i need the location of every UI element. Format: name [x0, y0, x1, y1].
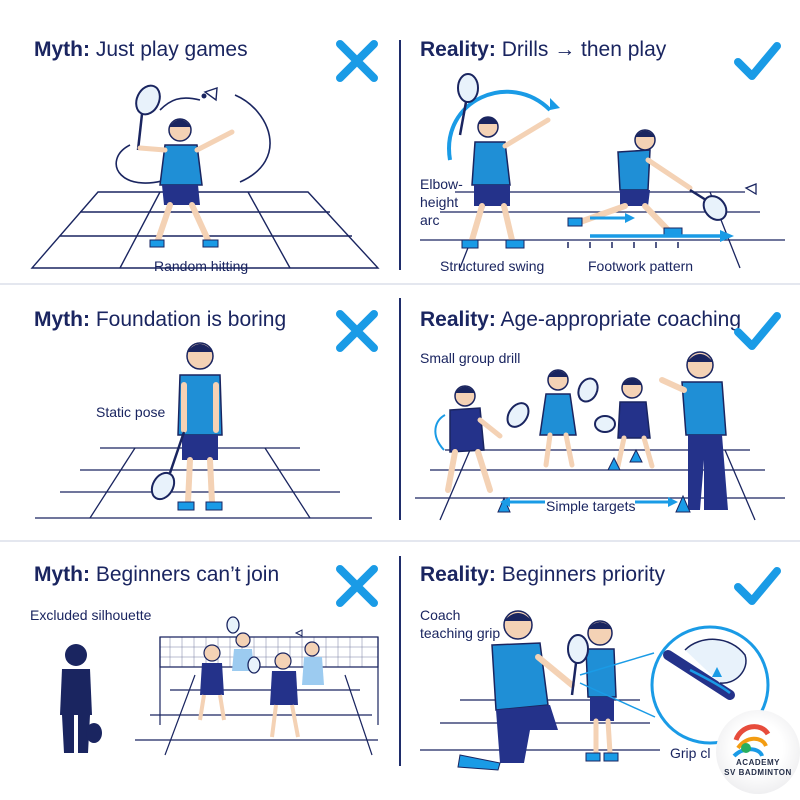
racket-icon	[135, 84, 161, 151]
heading-text: Foundation is boring	[95, 308, 287, 331]
label-small-group-drill: Small group drill	[420, 350, 521, 366]
shuttlecock-icon	[201, 87, 218, 102]
court-player-4	[302, 641, 324, 685]
random-hitting-illustration	[30, 84, 380, 269]
label-coach-2: teaching grip	[420, 625, 501, 641]
panel-heading: Myth: Beginners can’t join	[34, 563, 279, 587]
coach-figure	[659, 351, 728, 510]
heading-kind: Reality:	[420, 38, 496, 61]
static-pose-illustration	[35, 342, 372, 519]
static-player-figure	[177, 342, 223, 511]
label-footwork-pattern: Footwork pattern	[588, 258, 694, 274]
row-divider-2	[0, 540, 800, 542]
silhouette-figure	[60, 644, 102, 753]
panel-heading: Myth: Foundation is boring	[34, 308, 286, 332]
panel-heading: Reality: Age-appropriate coaching	[420, 308, 741, 332]
group-drill-illustration	[415, 351, 785, 521]
heading-text: Drills → then play	[501, 38, 667, 61]
label-coach-1: Coach	[420, 607, 461, 623]
check-icon	[734, 42, 781, 80]
academy-logo: ACADEMY SV BADMINTON	[716, 710, 800, 794]
heading-text: Beginners priority	[501, 563, 666, 586]
heading-text: Age-appropriate coaching	[500, 308, 742, 331]
panel-heading: Myth: Just play games	[34, 38, 248, 62]
swing-player-figure	[461, 116, 551, 249]
cross-icon	[336, 310, 378, 352]
heading-text: Beginners can’t join	[95, 563, 280, 586]
label-elbow-3: arc	[420, 212, 440, 228]
heading-kind: Myth:	[34, 308, 90, 331]
column-divider-3	[399, 556, 401, 766]
logo-line-1: ACADEMY	[736, 758, 780, 767]
kid-player-2	[539, 369, 577, 468]
heading-kind: Reality:	[420, 563, 496, 586]
drills-illustration	[420, 73, 785, 269]
court-player-1	[198, 644, 226, 721]
footwork-player-figure	[567, 129, 693, 237]
kneeling-coach-figure	[457, 610, 575, 771]
heading-kind: Myth:	[34, 38, 90, 61]
label-grip-close: Grip cl	[670, 745, 711, 761]
panel-reality-drills: Reality: Drills → then play	[400, 0, 800, 274]
panel-heading: Reality: Drills → then play	[420, 38, 666, 62]
column-divider-2	[399, 298, 401, 520]
panel-myth-just-play-games: Myth: Just play games	[0, 0, 400, 274]
panel-myth-beginners: Myth: Beginners can’t join	[0, 525, 400, 791]
heading-kind: Myth:	[34, 563, 90, 586]
row-divider-1	[0, 283, 800, 285]
label-simple-targets: Simple targets	[546, 498, 636, 514]
label-excluded-silhouette: Excluded silhouette	[30, 607, 152, 623]
label-elbow-1: Elbow-	[420, 176, 463, 192]
check-icon	[734, 567, 781, 605]
player-figure	[137, 118, 235, 248]
check-icon	[734, 312, 781, 350]
excluded-illustration	[60, 616, 379, 756]
column-divider-1	[399, 40, 401, 270]
label-random-hitting: Random hitting	[154, 258, 249, 274]
label-elbow-2: height	[420, 194, 459, 210]
logo-line-2: SV BADMINTON	[724, 768, 792, 777]
cone-icons	[497, 448, 691, 513]
cross-icon	[336, 40, 378, 82]
panel-reality-age-appropriate: Reality: Age-appropriate coaching	[400, 270, 800, 536]
label-structured-swing: Structured swing	[440, 258, 545, 274]
court-player-3	[270, 652, 300, 738]
panel-heading: Reality: Beginners priority	[420, 563, 665, 587]
label-static-pose: Static pose	[96, 404, 166, 420]
kid-player-3	[615, 377, 655, 469]
logo-emblem-icon	[732, 724, 771, 758]
cross-icon	[336, 565, 378, 607]
heading-kind: Reality:	[420, 308, 496, 331]
heading-text: Just play games	[95, 38, 248, 61]
kid-learner-figure	[585, 620, 619, 762]
kid-player-1	[445, 385, 503, 493]
panel-myth-foundation-boring: Myth: Foundation is boring Static p	[0, 270, 400, 536]
